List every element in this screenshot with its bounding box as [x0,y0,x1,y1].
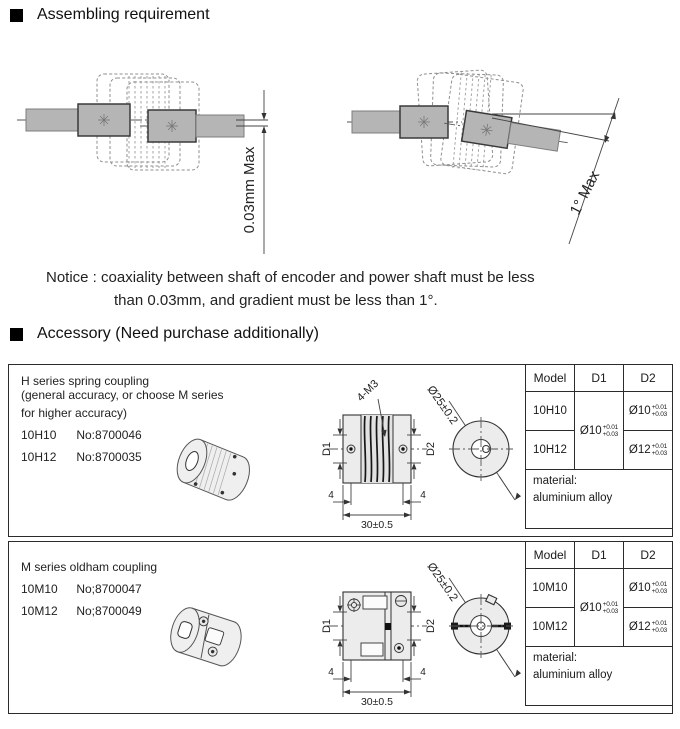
table-header-row: Model D1 D2 [525,541,673,569]
material-row: material: aluminium alloy [525,469,673,529]
oldham-coupling-3d-drawing [170,607,242,667]
h-series-box: H series spring coupling (general accura… [8,364,673,537]
h-series-spec-table: Model D1 D2 10H10 Ø10+0.01+0.03 Ø10+0.01… [525,364,673,529]
col-model: Model [525,364,575,392]
col-model: Model [525,541,575,569]
coaxiality-diagram: 0.03mm Max [17,73,268,254]
m-series-spec-table: Model D1 D2 10M10 Ø10+0.01+0.03 Ø10+0.01… [525,541,673,706]
shaft-knurl-mark [418,116,430,128]
table-header-row: Model D1 D2 [525,364,673,392]
dim-outer-diameter: Ø25±0.2 [425,561,460,604]
m-series-item1: 10M10 No;8700047 [21,582,142,596]
dim-length: 30±0.5 [361,696,393,708]
dim-offset-left: 4 [328,667,334,678]
shaft-knurl-mark [480,123,493,136]
dim-d1-label: D1 [321,619,333,633]
oldham-coupling-dimension-drawing: D1 D2 4 4 30±0.5 [321,561,522,708]
h-series-item2: 10H12 No:8700035 [21,450,142,464]
dim-d2-label: D2 [425,442,437,456]
dim-offset-left: 4 [328,490,334,501]
notice-line1: Notice : coaxiality between shaft of enc… [46,269,535,286]
h-series-name: H series spring coupling [21,374,150,388]
m-series-description: M series oldham coupling 10M10 No;870004… [21,560,157,618]
dim-offset-right: 4 [420,490,426,501]
spring-coupling-dimension-drawing: D1 D2 4-M3 4 4 3 [321,378,522,531]
dim-d1-label: D1 [321,442,333,456]
d2-cell: Ø10+0.01+0.03 [623,568,673,608]
h-series-item1: 10H10 No:8700046 [21,428,142,442]
notice-line2: than 0.03mm, and gradient must be less t… [114,292,438,309]
shaft-knurl-mark [166,120,178,132]
d2-cell: Ø12+0.01+0.03 [623,607,673,647]
dim-outer-diameter: Ø25±0.2 [425,384,460,427]
material-cell: material: aluminium alloy [525,646,673,706]
h-series-note: (general accuracy, or choose M series [21,388,224,402]
dim-screws-label: 4-M3 [355,378,381,404]
assembling-section-header: Assembling requirement [10,6,210,24]
col-d2: D2 [623,364,673,392]
m-series-name: M series oldham coupling [21,560,158,574]
table-row: 10H10 Ø10+0.01+0.03 Ø10+0.01+0.03 [525,391,673,470]
table-row: 10H12 Ø12+0.01+0.03 [525,430,673,470]
dim-d2-label: D2 [425,619,437,633]
model-cell: 10M12 [525,607,575,647]
accessory-title: Accessory (Need purchase additionally) [37,325,319,342]
gradient-label: 1° Max [567,168,604,218]
coaxiality-label: 0.03mm Max [241,146,258,233]
model-cell: 10M10 [525,568,575,608]
dim-offset-right: 4 [420,667,426,678]
m-series-box: M series oldham coupling 10M10 No;870004… [8,541,673,714]
model-cell: 10H10 [525,391,575,431]
dim-length: 30±0.5 [361,519,393,531]
d2-cell: Ø12+0.01+0.03 [623,430,673,470]
d1-cell: Ø10+0.01+0.03 [574,568,624,647]
col-d1: D1 [574,364,624,392]
table-row: 10M10 Ø10+0.01+0.03 Ø10+0.01+0.03 [525,568,673,647]
shaft-knurl-mark [98,114,110,126]
h-series-note2: for higher accuracy) [21,406,128,420]
accessory-section-header: Accessory (Need purchase additionally) [10,325,319,343]
notice-text: Notice : coaxiality between shaft of enc… [46,266,646,312]
spring-coupling-3d-drawing [176,438,250,501]
table-row: 10M12 Ø12+0.01+0.03 [525,607,673,647]
assembling-title: Assembling requirement [37,6,210,23]
h-series-description: H series spring coupling (general accura… [21,374,224,464]
section-bullet-icon [10,327,23,341]
d2-cell: Ø10+0.01+0.03 [623,391,673,431]
d1-cell: Ø10+0.01+0.03 [574,391,624,470]
material-row: material: aluminium alloy [525,646,673,706]
m-series-item2: 10M12 No;8700049 [21,604,142,618]
col-d2: D2 [623,541,673,569]
model-cell: 10H12 [525,430,575,470]
gradient-diagram: 1° Max [347,69,620,245]
section-bullet-icon [10,8,23,22]
col-d1: D1 [574,541,624,569]
material-cell: material: aluminium alloy [525,469,673,529]
